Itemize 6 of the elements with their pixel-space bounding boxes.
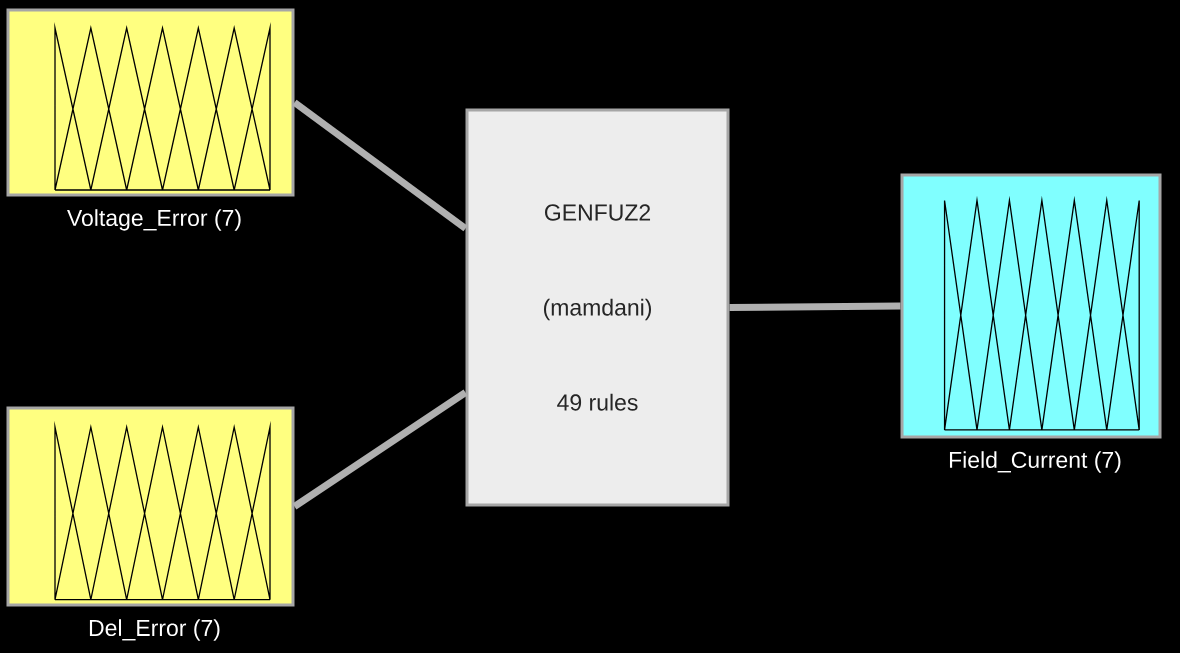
connector-line [292, 99, 468, 232]
variable-label: Field_Current (7) [950, 451, 1121, 473]
variable-label: Voltage_Error (7) [67, 209, 241, 231]
variable-label: Del_Error (7) [89, 619, 220, 641]
system-box: GENFUZ2 (mamdani) 49 rules [465, 108, 730, 507]
connector-line [292, 389, 468, 510]
